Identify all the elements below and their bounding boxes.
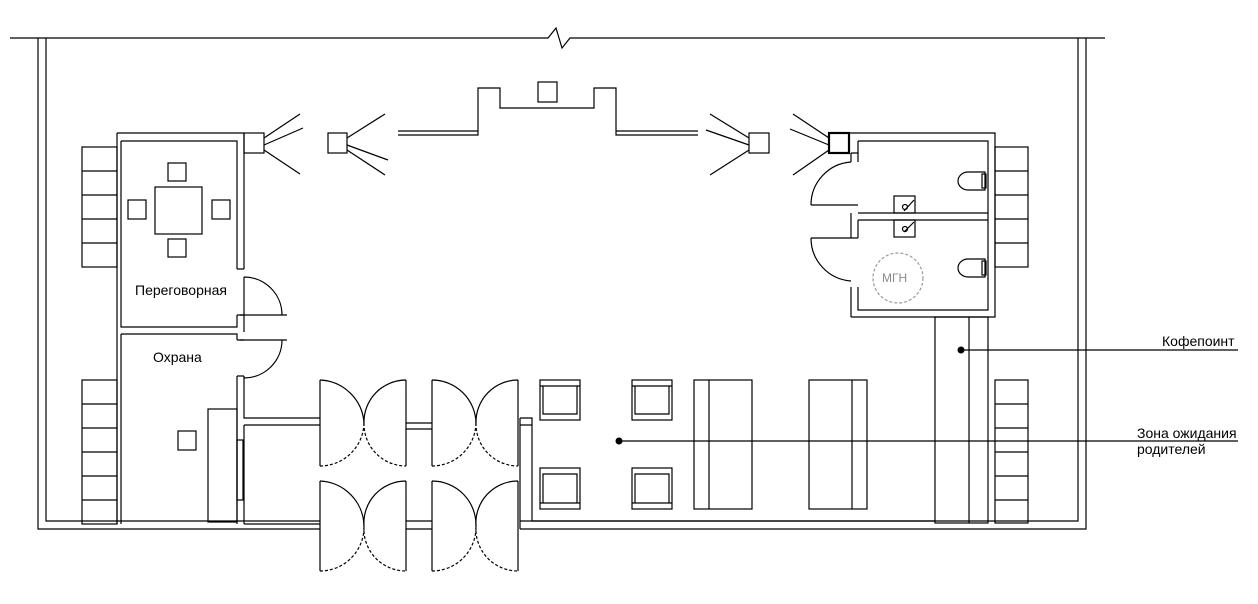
coffee-counter <box>934 316 989 524</box>
left-radiators <box>81 146 118 525</box>
accessible-circle <box>872 252 924 304</box>
left-block-walls <box>116 132 320 525</box>
waiting-zone-walls <box>519 417 935 529</box>
building-outline <box>10 26 1105 530</box>
left-block-doors <box>240 276 287 379</box>
waiting-zone-label-line2: родителей <box>1137 441 1206 457</box>
coffee-point-label: Кофепоинт <box>1162 333 1235 349</box>
waiting-zone-furniture <box>539 379 868 510</box>
leader-lines <box>615 346 1238 445</box>
turnstiles <box>243 113 851 176</box>
right-radiators <box>994 146 1029 524</box>
waiting-zone-label-line1: Зона ожидания <box>1137 425 1237 441</box>
security-room-label: Охрана <box>153 349 202 365</box>
entrance-frame <box>398 81 698 136</box>
meeting-table-set <box>127 162 231 258</box>
right-block-walls <box>849 132 996 318</box>
right-block-doors <box>810 161 858 282</box>
accessible-marker-label: МГН <box>882 271 908 285</box>
vestibule-doors <box>319 379 519 572</box>
toilet-fixtures <box>901 171 987 278</box>
meeting-room-label: Переговорная <box>135 282 227 298</box>
